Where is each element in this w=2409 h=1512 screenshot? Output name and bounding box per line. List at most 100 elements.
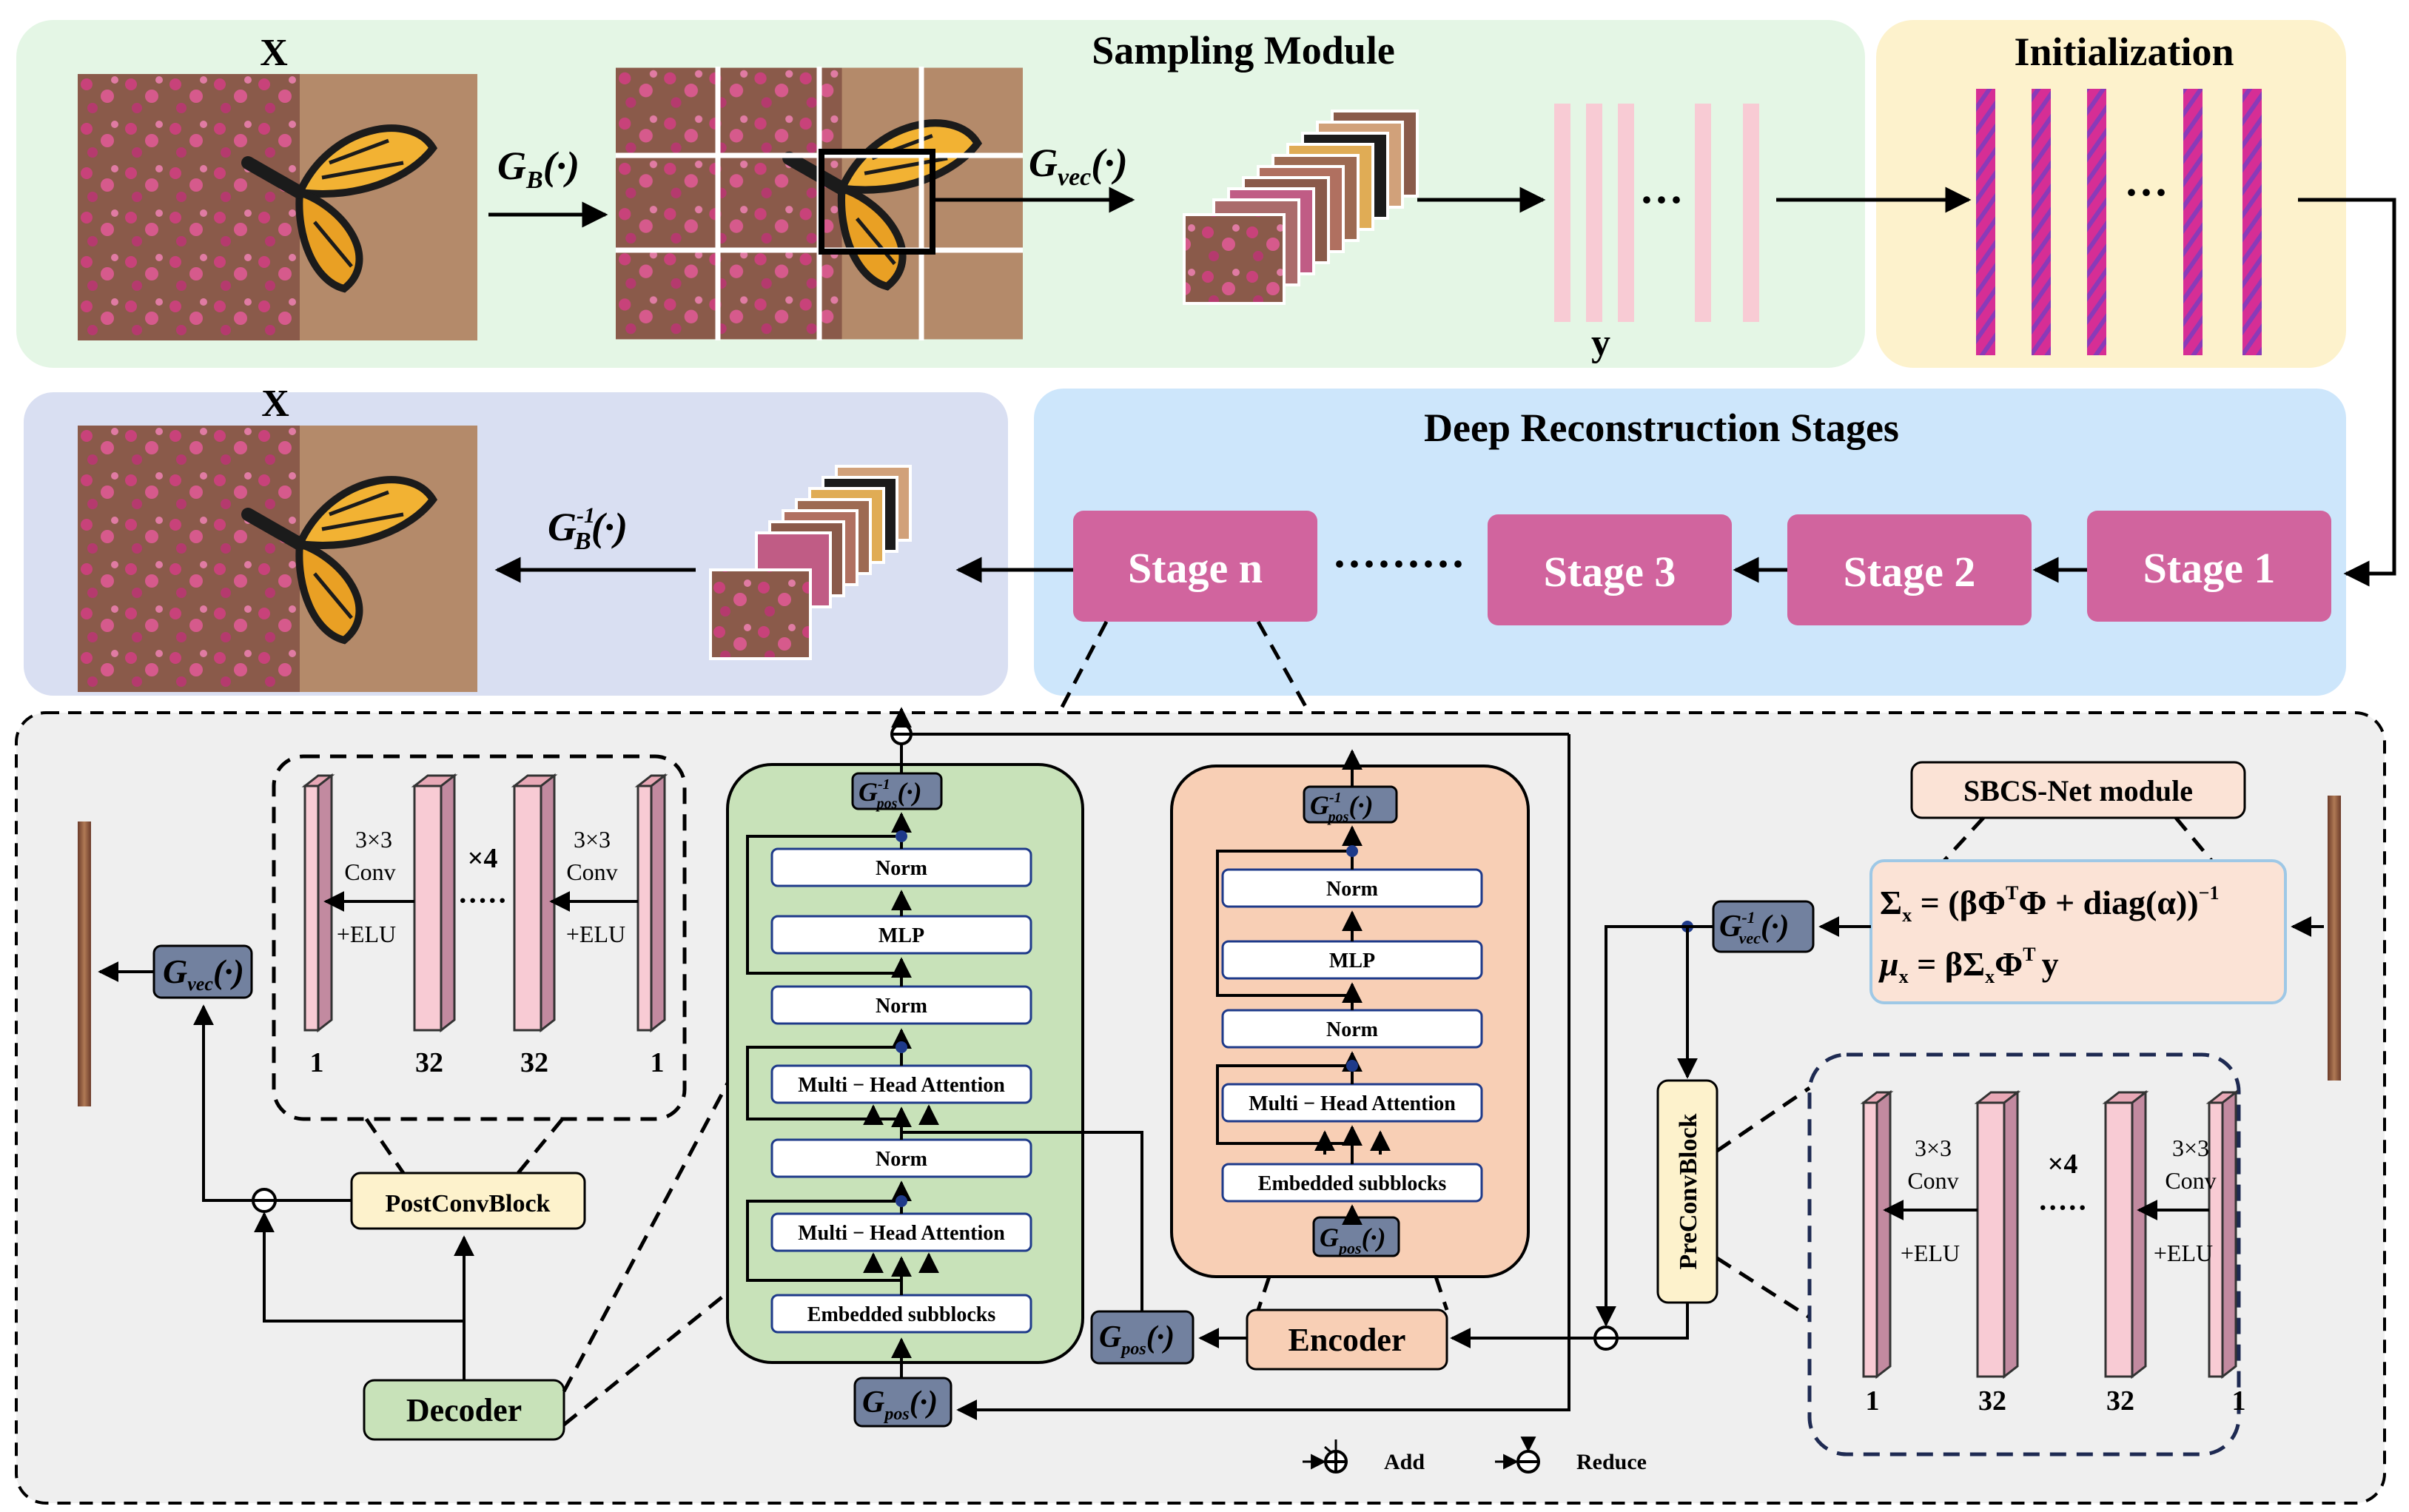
preconv-detail	[1807, 1052, 2241, 1456]
postconv-ch-1: 1	[310, 1047, 324, 1078]
green-mha-2-label: Multi − Head Attention	[798, 1222, 1005, 1245]
init-title: Initialization	[2014, 30, 2234, 74]
postconv-zoom-right	[517, 1118, 564, 1175]
green-norm-3-label: Norm	[876, 1148, 927, 1171]
stage-n-label: Stage n	[1128, 544, 1263, 592]
postconv-label: PostConvBlock	[386, 1190, 551, 1217]
preconv-label: PreConvBlock	[1675, 1113, 1702, 1269]
zoom-line-left	[1056, 620, 1109, 716]
postconv-layers	[301, 773, 668, 1033]
input-vector-rod	[2328, 796, 2341, 1081]
stage-dots: ·········	[1332, 540, 1465, 588]
input-x-label: X	[260, 32, 288, 74]
stage-2-box: Stage 2	[1787, 514, 2032, 625]
orange-mlp-label: MLP	[1329, 950, 1375, 972]
preconv-ch-4: 1	[2232, 1385, 2246, 1417]
sigma-equation: Σx = (βΦTΦ + diag(α))−1	[1880, 882, 2220, 926]
orange-norm-2-label: Norm	[1326, 1018, 1378, 1041]
postconv-block: PostConvBlock	[350, 1172, 586, 1230]
gvec-operator: Gvec(·)	[1029, 141, 1128, 191]
sbcs-label-box: SBCS-Net module	[1910, 761, 2246, 819]
preconv-block: PreConvBlock	[1656, 1079, 1718, 1304]
postconv-ch-2: 32	[415, 1047, 443, 1078]
sbcs-label: SBCS-Net module	[1963, 774, 2193, 807]
preconv-to-reduce	[1617, 1303, 1689, 1340]
decoder-box: Decoder	[363, 1379, 565, 1441]
reduce-node-right	[1593, 1325, 1619, 1351]
init-dots: ···	[2124, 168, 2168, 217]
decoder-zoom-bottom	[562, 1290, 730, 1426]
svg-text:Gpos(·): Gpos(·)	[1099, 1320, 1175, 1359]
preconv-layers	[1860, 1089, 2240, 1380]
y-label: y	[1591, 322, 1610, 364]
gb-operator: GB(·)	[497, 144, 579, 194]
output-block-stack	[709, 465, 912, 660]
output-image	[78, 426, 477, 692]
postconv-zoom-left	[364, 1118, 406, 1175]
postconv-ch-3: 32	[520, 1047, 548, 1078]
orange-add-nodes	[1346, 845, 1358, 1072]
blocked-image	[616, 67, 1023, 340]
preconv-ch-2: 32	[1978, 1385, 2006, 1417]
line-reduce-to-gvec	[193, 1004, 253, 1202]
measurement-dots: ···	[1639, 175, 1684, 224]
stage-input-loop	[956, 734, 1570, 1420]
orange-mha-label: Multi − Head Attention	[1249, 1092, 1456, 1115]
decoder-to-reduce	[254, 1212, 466, 1380]
recon-title: Deep Reconstruction Stages	[1424, 406, 1899, 450]
init-bars	[1976, 89, 2262, 355]
preconv-dots: ·····	[2038, 1191, 2088, 1224]
stage-3-label: Stage 3	[1544, 548, 1676, 596]
green-mha-1-label: Multi − Head Attention	[798, 1074, 1005, 1097]
sbcs-zoom-left	[1941, 816, 1985, 864]
gpos-mid-box: Gpos(·)	[1090, 1310, 1195, 1365]
preconv-ch-3: 32	[2106, 1385, 2134, 1417]
encoder-zoom-left	[1256, 1276, 1271, 1311]
postconv-ch-4: 1	[651, 1047, 665, 1078]
preconv-zoom-bottom	[1716, 1256, 1811, 1320]
green-mlp-label: MLP	[878, 924, 924, 947]
split-to-reduce	[1596, 925, 1687, 1327]
preconv-times: ×4	[2048, 1149, 2078, 1180]
orange-bottom-gpos: Gpos(·)	[1312, 1216, 1400, 1257]
sampling-title: Sampling Module	[1092, 28, 1395, 73]
green-add-nodes	[896, 830, 907, 1207]
zoom-line-right	[1256, 620, 1312, 716]
encoder-label: Encoder	[1289, 1322, 1406, 1358]
reduce-node-top	[890, 723, 913, 745]
orange-norm-1-label: Norm	[1326, 878, 1378, 901]
green-norm-1-label: Norm	[876, 857, 927, 880]
stage-1-label: Stage 1	[2143, 544, 2276, 592]
sbcs-zoom-right	[2174, 816, 2214, 864]
stage-1-box: Stage 1	[2087, 511, 2331, 622]
decoder-label: Decoder	[406, 1392, 522, 1428]
postconv-detail	[272, 754, 687, 1121]
green-bottom-gpos: Gpos(·)	[853, 1377, 952, 1428]
block-stack	[1183, 110, 1419, 305]
postconv-times: ×4	[468, 843, 498, 874]
decoder-zoom-top	[562, 1079, 731, 1393]
orange-embedded-label: Embedded subblocks	[1258, 1172, 1447, 1195]
orange-internal-arrows	[1216, 749, 1391, 1164]
svg-text:Gpos(·): Gpos(·)	[1320, 1223, 1386, 1257]
arrow-init-to-stage1	[2298, 198, 2396, 587]
green-norm-2-label: Norm	[876, 995, 927, 1018]
gvec-left-box: Gvec(·)	[152, 944, 253, 999]
stage-3-box: Stage 3	[1488, 514, 1732, 625]
svg-text:Gvec(·): Gvec(·)	[163, 952, 244, 995]
green-embedded-label: Embedded subblocks	[807, 1303, 996, 1326]
legend-reduce-label: Reduce	[1576, 1450, 1647, 1474]
input-image	[78, 74, 477, 340]
